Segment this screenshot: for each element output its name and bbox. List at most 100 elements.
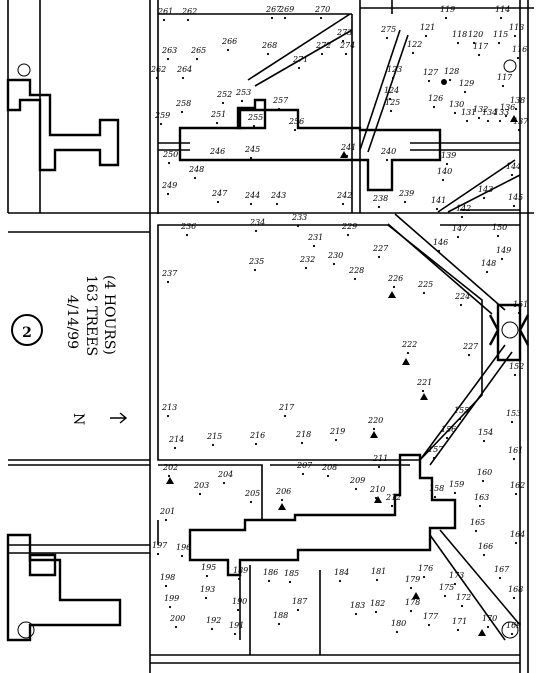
tree-number: 140	[437, 167, 452, 176]
tree-dot	[204, 596, 208, 600]
tree-number: 178	[405, 598, 420, 607]
tree-dot	[181, 76, 185, 80]
tree-number: 122	[407, 40, 422, 49]
tree-dot	[510, 420, 514, 424]
tree-dot	[459, 303, 463, 307]
tree-dot	[445, 162, 449, 166]
tree-number: 226	[387, 274, 403, 283]
tree-number: 190	[232, 597, 247, 606]
tree-dot	[486, 119, 490, 123]
tree-dot	[185, 233, 189, 237]
tree-dot	[345, 154, 349, 158]
tree-number: 192	[206, 616, 221, 625]
tree-dot	[422, 291, 426, 295]
tree-dot	[354, 487, 358, 491]
tree-number: 128	[444, 67, 459, 76]
tree-dot	[472, 41, 476, 45]
tree-number: 271	[292, 55, 308, 64]
tree-dot	[210, 627, 214, 631]
tree-number: 129	[459, 79, 474, 88]
tree-number: 181	[371, 567, 386, 576]
tree-dot	[498, 576, 502, 580]
tree-number: 137	[513, 117, 529, 126]
tree-dot	[166, 192, 170, 196]
tree-dot	[344, 52, 348, 56]
tree-dot	[288, 580, 292, 584]
tree-dot	[254, 229, 258, 233]
tree-dot	[221, 101, 225, 105]
tree-number: 195	[201, 563, 216, 572]
tree-dot	[283, 16, 287, 20]
tree-dot	[513, 373, 517, 377]
tree-dot	[167, 474, 171, 478]
tree-number: 234	[249, 218, 265, 227]
tree-dot	[338, 579, 342, 583]
tree-number: 268	[261, 41, 277, 50]
tree-number: 237	[161, 269, 178, 278]
tree-number: 126	[428, 94, 443, 103]
tree-dot	[409, 609, 413, 613]
tree-dot	[283, 414, 287, 418]
markers	[17, 59, 519, 639]
tree-dot	[512, 457, 516, 461]
tree-dot	[500, 257, 504, 261]
tree-dot	[277, 622, 281, 626]
tree-dot	[453, 111, 457, 115]
tree-number: 238	[372, 194, 388, 203]
tree-dot	[346, 233, 350, 237]
tree-number: 221	[416, 378, 432, 387]
tree-dot	[164, 584, 168, 588]
tree-dot	[460, 604, 464, 608]
tree-number: 146	[433, 238, 448, 247]
tree-dot	[467, 353, 471, 357]
tree-number: 161	[508, 446, 523, 455]
tree-number: 120	[468, 30, 483, 39]
tree-number: 246	[209, 147, 225, 156]
tree-number: 213	[161, 403, 177, 412]
tree-dot	[180, 554, 184, 558]
tree-number: 117	[473, 42, 489, 51]
tree-dot	[155, 76, 159, 80]
tree-number: 245	[244, 145, 260, 154]
tree-dot	[372, 427, 376, 431]
tree-dot	[270, 16, 274, 20]
tree-number: 204	[217, 470, 233, 479]
tree-dot	[297, 66, 301, 70]
tree-number: 138	[510, 96, 525, 105]
tree-number: 125	[385, 98, 400, 107]
tree-dot	[375, 578, 379, 582]
tree-dot	[477, 53, 481, 57]
tree-dot	[214, 158, 218, 162]
tree-number: 147	[452, 224, 468, 233]
tree-dot	[249, 500, 253, 504]
tree-number: 159	[449, 480, 464, 489]
tree-number: 252	[216, 90, 232, 99]
tree-dot	[334, 438, 338, 442]
tree-number: 186	[263, 568, 278, 577]
tree-number: 148	[481, 259, 496, 268]
tree-number: 182	[370, 599, 385, 608]
tree-dot	[249, 156, 253, 160]
tree-dot	[312, 244, 316, 248]
tree-dot	[304, 266, 308, 270]
tree-number: 211	[372, 454, 388, 463]
tree-dot	[374, 610, 378, 614]
tree-dot	[389, 109, 393, 113]
tree-number: 179	[405, 575, 420, 584]
tree-number: 149	[496, 246, 511, 255]
tree-number: 256	[288, 117, 304, 126]
tree-dot	[514, 107, 518, 111]
tree-dot	[463, 90, 467, 94]
tree-number: 230	[327, 251, 343, 260]
tree-number: 262	[150, 65, 166, 74]
tree-number: 205	[244, 489, 260, 498]
date-note: 4/14/99	[64, 295, 80, 349]
tree-dot	[280, 498, 284, 502]
tree-number: 130	[449, 100, 464, 109]
tree-number: 210	[369, 485, 385, 494]
tree-dot	[481, 479, 485, 483]
tree-dot	[341, 202, 345, 206]
tree-number: 166	[478, 542, 493, 551]
tree-number: 264	[176, 65, 192, 74]
tree-number: 227	[462, 342, 479, 351]
